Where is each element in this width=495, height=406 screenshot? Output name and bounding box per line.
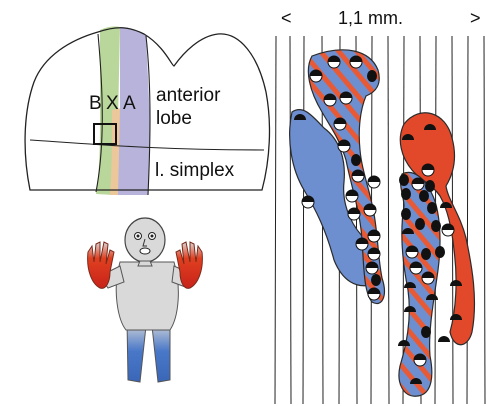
- track-line: [467, 36, 468, 404]
- half-cell-marker: [324, 94, 336, 106]
- half-cell-marker: [346, 190, 358, 202]
- half-cell-marker: [410, 262, 422, 274]
- black-cell-marker: [415, 218, 425, 230]
- half-cell-marker: [328, 56, 340, 68]
- half-cell-marker: [368, 230, 380, 242]
- black-cell-marker: [371, 274, 381, 286]
- black-cell-marker: [435, 246, 445, 258]
- half-cell-marker: [364, 204, 376, 216]
- black-cell-marker: [401, 188, 411, 200]
- half-cell-marker: [338, 140, 350, 152]
- half-cell-marker: [352, 170, 364, 182]
- track-line: [290, 36, 291, 404]
- half-cell-marker: [414, 354, 426, 366]
- scale-arrow-right: >: [470, 8, 481, 28]
- half-cell-marker: [368, 248, 380, 260]
- half-cell-marker: [442, 224, 454, 236]
- black-cell-marker: [399, 174, 409, 186]
- black-cell-marker: [431, 220, 441, 232]
- black-cell-marker: [401, 208, 411, 220]
- black-cell-marker: [419, 190, 429, 202]
- track-line: [275, 36, 276, 404]
- half-cell-marker: [422, 164, 434, 176]
- black-cell-marker: [425, 180, 435, 192]
- black-cell-marker: [421, 248, 431, 260]
- track-line: [484, 36, 485, 404]
- half-cell-marker: [302, 196, 314, 208]
- half-cell-marker: [340, 92, 352, 104]
- half-cell-marker: [350, 56, 362, 68]
- half-cell-marker: [334, 118, 346, 130]
- black-cell-marker: [421, 326, 431, 338]
- black-cell-marker: [351, 154, 361, 166]
- half-cell-marker: [310, 70, 322, 82]
- half-cell-marker: [366, 262, 378, 274]
- scale-arrow-left: <: [281, 8, 292, 28]
- half-cell-marker: [412, 178, 424, 190]
- dome-cell-marker: [438, 336, 450, 342]
- black-cell-marker: [367, 70, 377, 82]
- scale-label: 1,1 mm.: [338, 8, 403, 28]
- half-cell-marker: [368, 176, 380, 188]
- half-cell-marker: [368, 288, 380, 300]
- half-cell-marker: [356, 238, 368, 250]
- half-cell-marker: [406, 246, 418, 258]
- half-cell-marker: [422, 272, 434, 284]
- half-cell-marker: [348, 208, 360, 220]
- track-line: [303, 36, 304, 404]
- black-cell-marker: [427, 202, 437, 214]
- track-line: [388, 36, 389, 404]
